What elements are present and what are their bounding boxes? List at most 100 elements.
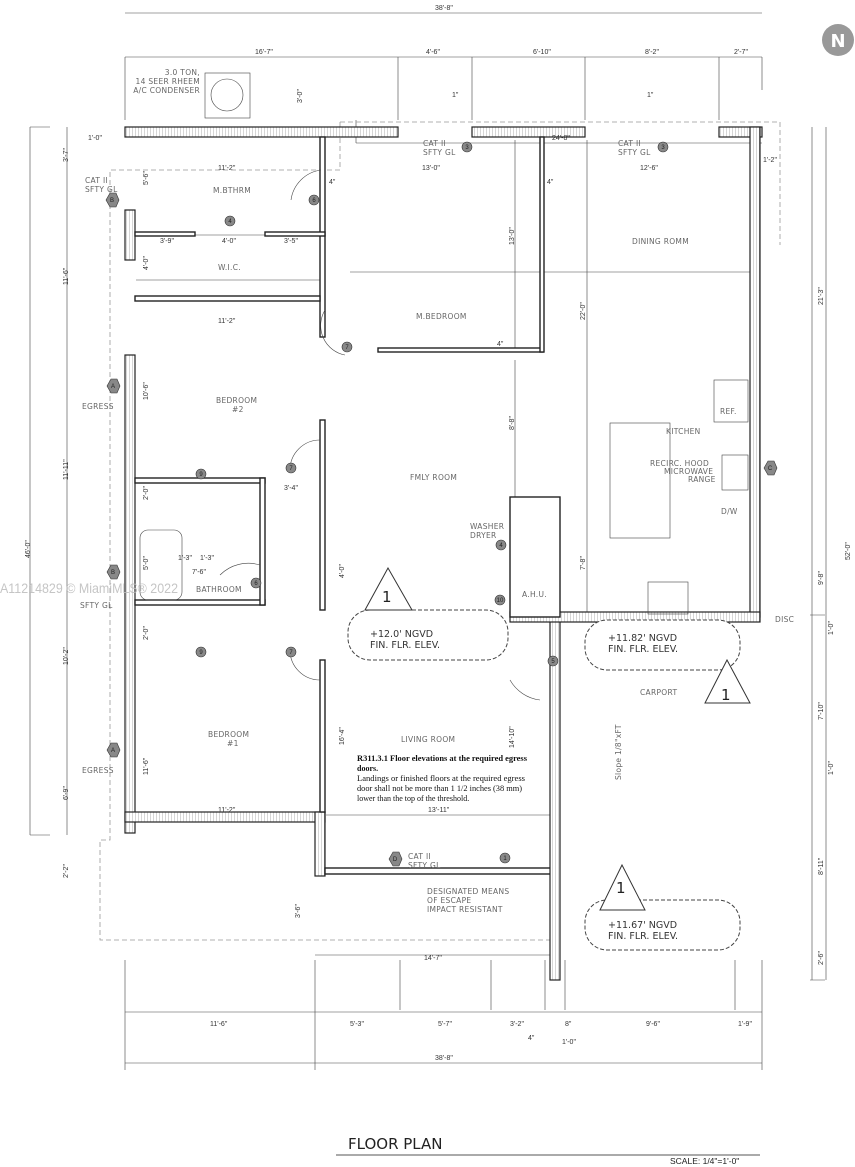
plan-text: 4	[499, 543, 503, 549]
scale-label: SCALE: 1/4"=1'-0"	[670, 1156, 739, 1166]
ref-label: REF.	[720, 407, 737, 416]
walls	[124, 72, 763, 981]
wall-partition-2	[319, 419, 326, 611]
plan-text: 11'-6"	[143, 757, 150, 775]
plan-text: B	[111, 570, 115, 576]
code-note: R311.3.1 Floor elevations at the require…	[357, 754, 527, 803]
plan-text: DESIGNATED MEANS	[427, 887, 509, 896]
elevation-value: +11.82' NGVD	[608, 633, 677, 644]
dimension-labels: 38'-8" 16'-7" 4'-6" 6'-10" 8'-2" 2'-7" 2…	[25, 5, 852, 1062]
plan-text: 3'-6"	[295, 904, 302, 918]
plan-text: 14'-10"	[509, 726, 516, 748]
plan-text: 3'-4"	[284, 485, 298, 492]
room-label-family: FMLY ROOM	[410, 473, 457, 482]
plan-text: 1'-0"	[828, 761, 835, 775]
plan-text: CAT II	[618, 139, 641, 148]
elevation-value: +11.67' NGVD	[608, 920, 677, 931]
watermark: A11214829 © MiamiMLS® 2022	[0, 580, 178, 596]
callout-tags: 3 3 6 4 7 7 9 4 6 10 9 7 5 1 B A B A C D	[105, 141, 778, 867]
plan-text: 11'-6"	[210, 1021, 228, 1028]
plan-text: 8'-11"	[818, 857, 825, 875]
wall-partition-1	[319, 136, 326, 338]
plan-text: 3'-2"	[510, 1021, 524, 1028]
plan-text: door shall not be more than 1 1/2 inches…	[357, 784, 522, 793]
elevation-label: FIN. FLR. ELEV.	[370, 640, 440, 651]
wall-left	[124, 354, 136, 834]
plan-text: 9'-6"	[646, 1021, 660, 1028]
plan-text: 1'-0"	[88, 135, 102, 142]
plan-text: 8'-8"	[509, 416, 516, 430]
slope-label: Slope 1/8"xFT	[614, 724, 623, 780]
plan-text: 24'-8"	[552, 135, 570, 142]
plan-text: RECIRC. HOOD	[650, 459, 709, 468]
plan-text: 2'-7"	[734, 49, 748, 56]
room-label-living: LIVING ROOM	[401, 735, 455, 744]
wall-left-upper	[124, 209, 136, 261]
plan-text: 1	[503, 856, 507, 862]
marker-label: 1	[616, 879, 626, 897]
elevation-value: +12.0' NGVD	[370, 629, 433, 640]
plan-text: 10	[497, 598, 504, 604]
refrigerator	[713, 379, 749, 423]
elevation-label: FIN. FLR. ELEV.	[608, 931, 678, 942]
ahu-label: A.H.U.	[522, 590, 547, 599]
plan-text: 7	[289, 650, 293, 656]
wall-bath-1	[134, 231, 196, 237]
plan-text: SFTY GL	[423, 148, 456, 157]
page-title: FLOOR PLAN	[348, 1135, 442, 1153]
plan-text: 4"	[528, 1035, 535, 1042]
plan-text: 6	[254, 581, 258, 587]
marker-label: 1	[382, 588, 392, 606]
condenser-label: 3.0 TON,	[165, 68, 200, 77]
plan-text: 2'-2"	[63, 864, 70, 878]
plan-text: 4'-0"	[143, 256, 150, 270]
egress-label: EGRESS	[82, 402, 114, 411]
plan-text: 22'-0"	[580, 302, 587, 320]
plan-text: 1'-3"	[178, 555, 192, 562]
bathtub	[139, 529, 183, 601]
plan-text: #1	[227, 739, 239, 748]
room-label-carport: CARPORT	[640, 688, 677, 697]
plan-text: 4"	[497, 341, 504, 348]
plan-text: 11'-6"	[63, 267, 70, 285]
plan-text: 6'-10"	[533, 49, 551, 56]
sink	[721, 454, 749, 491]
plan-text: 1'-2"	[763, 157, 777, 164]
plan-text: OF ESCAPE	[427, 896, 471, 905]
plan-text: 11'-2"	[218, 165, 236, 172]
plan-text: 7'-8"	[580, 556, 587, 570]
elevation-markers: 1 1 1 +12.0' NGVD FIN. FLR. ELEV. +11.82…	[347, 566, 751, 951]
plan-text: A	[111, 384, 115, 390]
plan-text: SFTY GL	[85, 185, 118, 194]
plan-text: 6'-9"	[63, 786, 70, 800]
kitchen-island	[609, 422, 671, 539]
plan-text: IMPACT RESISTANT	[427, 905, 503, 914]
plan-text: 21'-3"	[818, 287, 825, 305]
plan-text: R311.3.1 Floor elevations at the require…	[357, 754, 527, 763]
plan-text: D	[393, 857, 398, 863]
plan-text: 9'-8"	[818, 571, 825, 585]
plan-text: 3'-9"	[160, 238, 174, 245]
room-labels: M.BTHRM W.I.C. M.BEDROOM DINING ROMM BED…	[82, 186, 794, 914]
wall-living-right	[549, 614, 561, 981]
plan-text: 52'-0"	[845, 542, 852, 560]
plan-text: 4'-0"	[222, 238, 236, 245]
wall-bath-right	[259, 477, 266, 606]
plan-text: DRYER	[470, 531, 497, 540]
plan-text: 3	[465, 145, 469, 151]
plan-text: 5'-6"	[143, 171, 150, 185]
plan-text: 3	[661, 145, 665, 151]
plan-text: 2'-0"	[143, 486, 150, 500]
plan-text: 14'-7"	[424, 955, 442, 962]
plan-text: A	[111, 748, 115, 754]
wall-wic-bottom	[134, 295, 321, 302]
condenser-label: 14 SEER RHEEM	[136, 77, 200, 86]
room-label-bedroom-2: BEDROOM	[216, 396, 257, 405]
room-label-master-bedroom: M.BEDROOM	[416, 312, 467, 321]
plan-text: MICROWAVE	[664, 467, 713, 476]
plan-text: 11'-2"	[218, 318, 236, 325]
wall-right	[749, 126, 761, 618]
plan-text: 7'-6"	[192, 569, 206, 576]
plan-text: 11'-11"	[63, 459, 70, 480]
